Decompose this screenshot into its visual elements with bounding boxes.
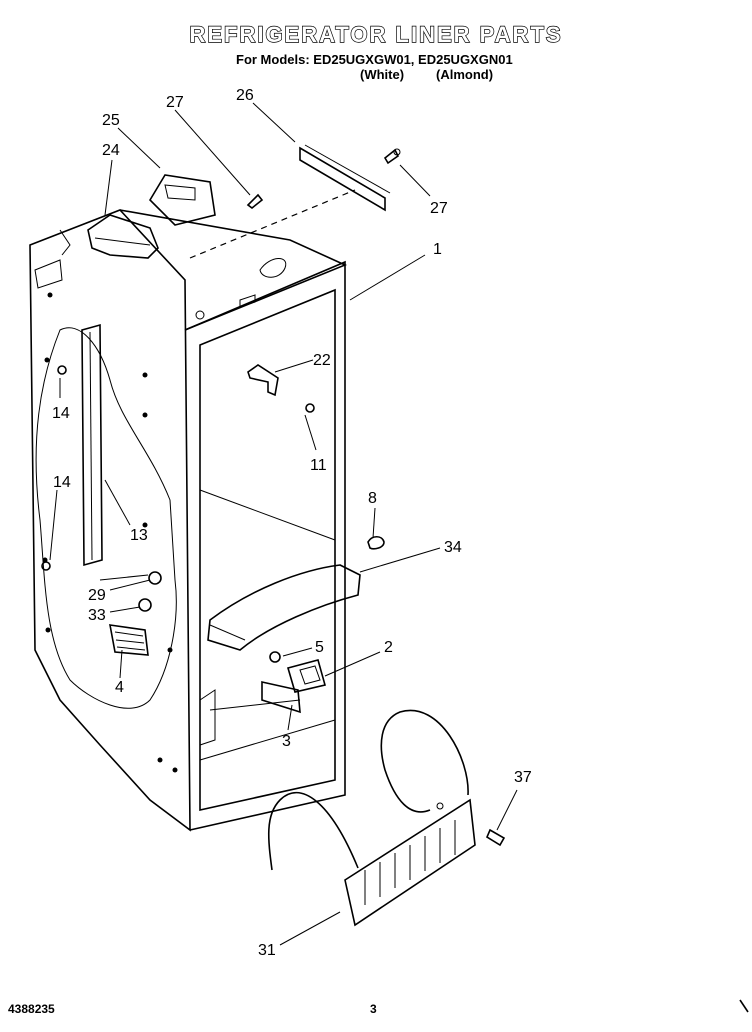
callout-29: 29 bbox=[88, 587, 106, 604]
part-34-cover bbox=[207, 564, 361, 651]
part-33-bulb bbox=[138, 598, 152, 612]
leader-lines bbox=[49, 102, 518, 946]
callout-2: 2 bbox=[384, 639, 393, 656]
part-24-housing bbox=[87, 214, 159, 259]
part-29-socket bbox=[99, 571, 162, 585]
callout-13: 13 bbox=[130, 527, 148, 544]
callout-25: 25 bbox=[102, 112, 120, 129]
corner-mark bbox=[739, 999, 749, 1013]
part-22-bracket bbox=[247, 364, 279, 397]
part-8-clip bbox=[367, 535, 385, 550]
part-14-screw-bottom bbox=[41, 561, 51, 571]
callout-labels: 27 26 25 24 27 1 22 14 11 14 8 13 34 29 … bbox=[52, 87, 532, 959]
part-25-cover bbox=[148, 174, 216, 226]
callout-24: 24 bbox=[102, 142, 120, 159]
part-3-bracket bbox=[261, 681, 301, 714]
callout-4: 4 bbox=[115, 679, 124, 696]
callout-14-bottom: 14 bbox=[53, 474, 71, 491]
part-27-screw-right bbox=[383, 148, 401, 165]
callout-33: 33 bbox=[88, 607, 106, 624]
callout-27-right: 27 bbox=[430, 200, 448, 217]
part-26-bracket bbox=[299, 144, 391, 212]
part-37-screw bbox=[485, 828, 506, 847]
part-14-screw-top bbox=[57, 365, 67, 375]
callout-31: 31 bbox=[258, 942, 276, 959]
part-11-screw bbox=[305, 403, 315, 413]
page-title: REFRIGERATOR LINER PARTS bbox=[189, 21, 563, 47]
callout-27-left: 27 bbox=[166, 94, 184, 111]
part-27-screw-left bbox=[246, 193, 264, 210]
callout-8: 8 bbox=[368, 490, 377, 507]
model-list: For Models: ED25UGXGW01, ED25UGXGN01 bbox=[236, 52, 513, 67]
callout-5: 5 bbox=[315, 639, 324, 656]
callout-22: 22 bbox=[313, 352, 331, 369]
part-31-shelf bbox=[267, 709, 476, 927]
callout-3: 3 bbox=[282, 733, 291, 750]
part-4-lens bbox=[109, 624, 149, 656]
callout-37: 37 bbox=[514, 769, 532, 786]
callout-34: 34 bbox=[444, 539, 462, 556]
part-2-plate bbox=[287, 659, 326, 693]
callout-1: 1 bbox=[433, 241, 442, 258]
part-5-grommet bbox=[269, 651, 281, 663]
callout-11: 11 bbox=[310, 457, 327, 474]
callout-14-top: 14 bbox=[52, 405, 70, 422]
page-number: 3 bbox=[370, 1002, 377, 1016]
liner-shell bbox=[29, 209, 348, 832]
part-13-rail bbox=[81, 323, 103, 567]
document-number: 4388235 bbox=[8, 1002, 55, 1016]
variant-white: (White) bbox=[360, 67, 405, 82]
variant-almond: (Almond) bbox=[436, 67, 494, 82]
callout-26: 26 bbox=[236, 87, 254, 104]
